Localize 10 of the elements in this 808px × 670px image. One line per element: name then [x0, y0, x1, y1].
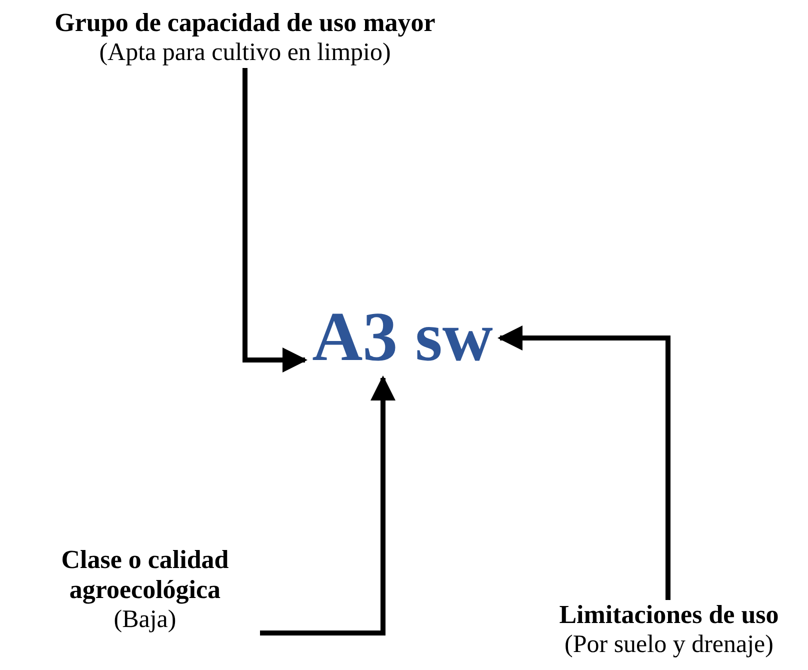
arrow [242, 68, 308, 372]
description-text: (Apta para cultivo en limpio) [98, 38, 392, 68]
description-text: (Baja) [112, 605, 178, 635]
heading-text: Limitaciones de uso [558, 600, 780, 630]
description-text: (Por suelo y drenaje) [564, 630, 774, 660]
heading-text: Grupo de capacidad de uso mayor [54, 8, 436, 38]
arrow [260, 376, 396, 636]
code-label: A3 sw [305, 298, 500, 378]
heading-text: Clase o calidad agroecológica [60, 545, 230, 605]
arrow [498, 326, 670, 600]
